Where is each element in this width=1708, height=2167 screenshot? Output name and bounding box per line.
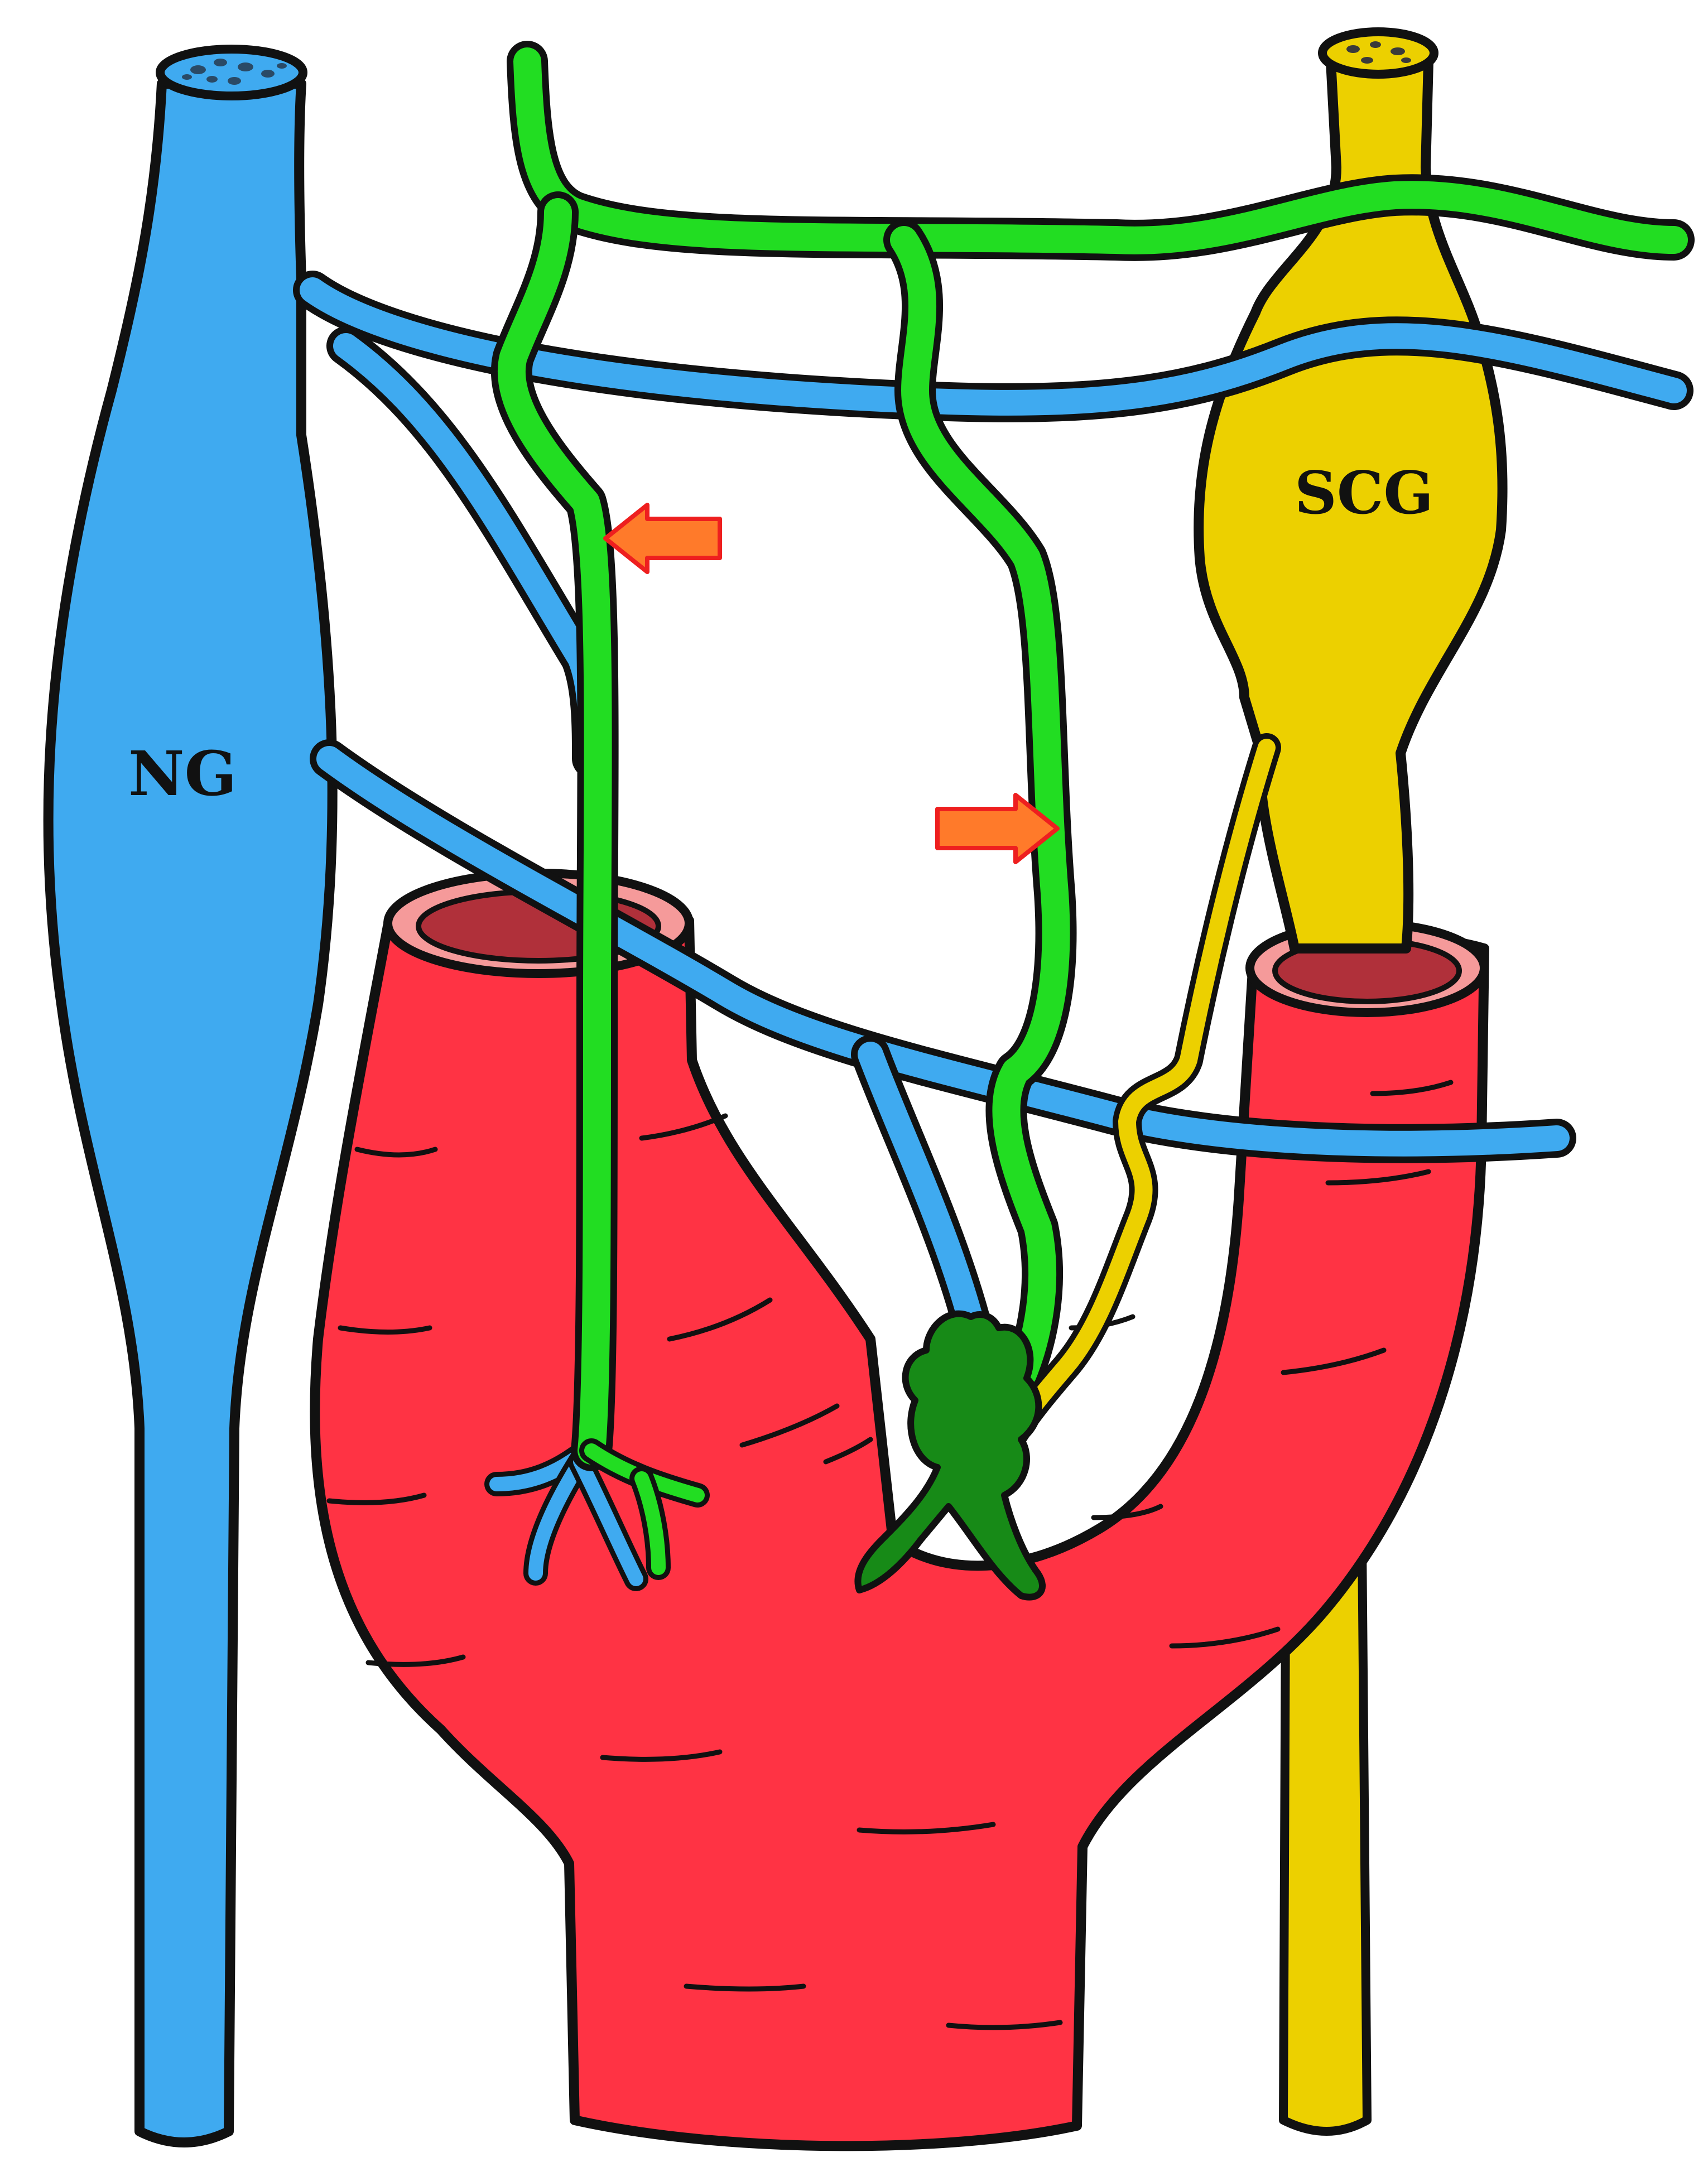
vagal-upper-transverse: [300, 277, 1687, 416]
ng-cut-end: [156, 45, 307, 100]
vagal-twig-c: [573, 1455, 643, 1586]
scg-lower-trunk: [1279, 1474, 1372, 2136]
artery-striations: [326, 1080, 1454, 2030]
sympathetic-branch: [979, 739, 1276, 1504]
gpn-twig-b: [634, 1471, 666, 1575]
vagal-descending-left: [333, 333, 604, 772]
arrow-right-pointing: [935, 793, 1060, 864]
vagal-twig-b: [528, 1455, 588, 1581]
nodose-ganglion: [43, 79, 338, 2147]
carotid-body: [854, 1310, 1046, 1601]
scg-cut-end: [1318, 27, 1438, 79]
scg-cut-fascicles: [1346, 41, 1411, 64]
ng-cut-fascicles: [182, 59, 287, 85]
label-scg: SCG: [1295, 458, 1433, 527]
vagal-descending-left-outline: [326, 326, 611, 778]
arrow-left-pointing: [603, 503, 722, 574]
label-ng: NG: [128, 738, 237, 810]
arrow-markers: [603, 503, 1060, 864]
gpn-left-descending: [497, 198, 612, 1465]
